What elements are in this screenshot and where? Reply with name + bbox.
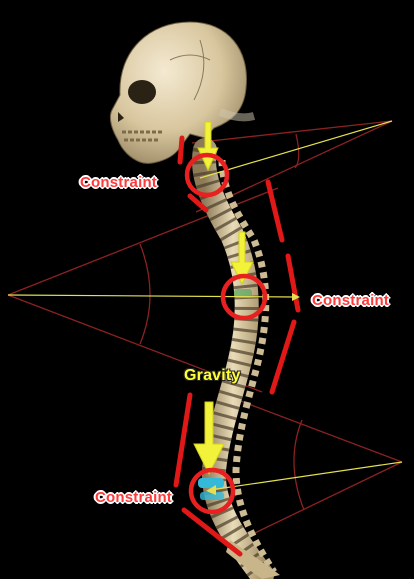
constraint-label-upper: Constraint	[80, 174, 157, 191]
constraint-label-middle: Constraint	[312, 292, 389, 309]
eye-socket	[128, 80, 156, 104]
gravity-label: Gravity	[184, 367, 241, 385]
constraint-label-lower: Constraint	[95, 489, 172, 506]
